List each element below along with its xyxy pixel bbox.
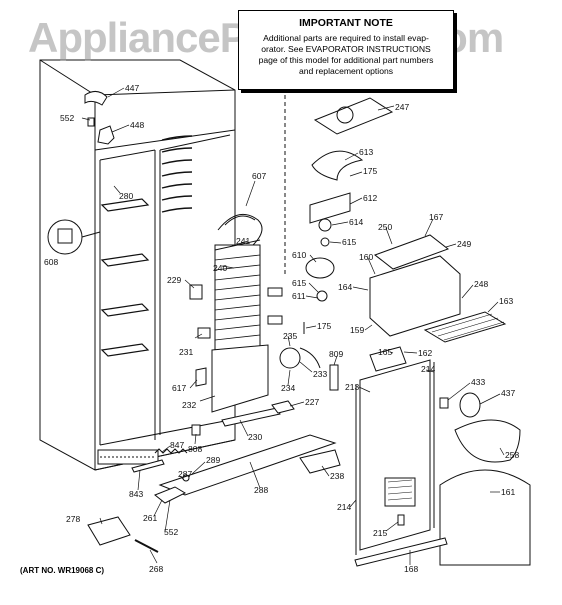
- part-label: 809: [329, 349, 344, 359]
- part-label: 238: [330, 471, 345, 481]
- part-label: 240: [213, 263, 228, 273]
- part-label: 615: [342, 237, 357, 247]
- part-label: 610: [292, 250, 307, 260]
- part-label: 608: [44, 257, 59, 267]
- part-label: 215: [373, 528, 388, 538]
- part-label: 230: [248, 432, 263, 442]
- note-line: page of this model for additional part n…: [258, 55, 434, 65]
- part-label: 612: [363, 193, 378, 203]
- part-label: 232: [182, 400, 197, 410]
- part-label: 287: [178, 469, 193, 479]
- part-label: 164: [338, 282, 353, 292]
- part-label: 229: [167, 275, 182, 285]
- part-label: 227: [305, 397, 320, 407]
- part-label: 168: [404, 564, 419, 574]
- part-label: 175: [317, 321, 332, 331]
- part-label: 280: [119, 191, 134, 201]
- part-label: 233: [313, 369, 328, 379]
- evaporator-drawing: [214, 213, 283, 351]
- part-label: 160: [359, 252, 374, 262]
- note-line: Additional parts are required to install…: [263, 33, 429, 43]
- part-label: 250: [378, 222, 393, 232]
- art-number: (ART NO. WR19068 C): [20, 566, 105, 575]
- important-note-box: IMPORTANT NOTE Additional parts are requ…: [238, 10, 454, 90]
- cabinet-drawing: [39, 59, 236, 471]
- part-label: 165: [378, 347, 393, 357]
- part-label: 617: [172, 383, 187, 393]
- part-label: 289: [206, 455, 221, 465]
- part-label: 214: [337, 502, 352, 512]
- part-label: 235: [283, 331, 298, 341]
- part-label: 163: [499, 296, 514, 306]
- part-label: 552: [60, 113, 75, 123]
- part-label: 607: [252, 171, 267, 181]
- part-label: 448: [130, 120, 145, 130]
- part-label: 268: [149, 564, 164, 574]
- part-label: 847: [170, 440, 185, 450]
- part-label: 231: [179, 347, 194, 357]
- part-label: 437: [501, 388, 516, 398]
- part-label: 615: [292, 278, 307, 288]
- part-label: 234: [281, 383, 296, 393]
- part-label: 258: [505, 450, 520, 460]
- note-line: and replacement options: [298, 66, 394, 76]
- part-label: 175: [363, 166, 378, 176]
- part-label: 162: [418, 348, 433, 358]
- part-label: 808: [188, 444, 203, 454]
- part-label: 613: [359, 147, 374, 157]
- note-line: orator. See EVAPORATOR INSTRUCTIONS: [261, 44, 431, 54]
- part-label: 278: [66, 514, 81, 524]
- part-label: 614: [349, 217, 364, 227]
- note-title: IMPORTANT NOTE: [299, 17, 393, 29]
- part-label: 167: [429, 212, 444, 222]
- part-label: 288: [254, 485, 269, 495]
- part-label: 447: [125, 83, 140, 93]
- part-label: 247: [395, 102, 410, 112]
- part-label: 433: [471, 377, 486, 387]
- part-label: 611: [292, 291, 306, 301]
- part-label: 161: [501, 487, 516, 497]
- part-label: 214: [421, 364, 436, 374]
- part-label: 248: [474, 279, 489, 289]
- part-label: 213: [345, 382, 360, 392]
- part-label: 249: [457, 239, 472, 249]
- part-label: 159: [350, 325, 365, 335]
- part-label: 241: [236, 236, 251, 246]
- part-label: 261: [143, 513, 158, 523]
- part-label: 843: [129, 489, 144, 499]
- part-label: 552: [164, 527, 179, 537]
